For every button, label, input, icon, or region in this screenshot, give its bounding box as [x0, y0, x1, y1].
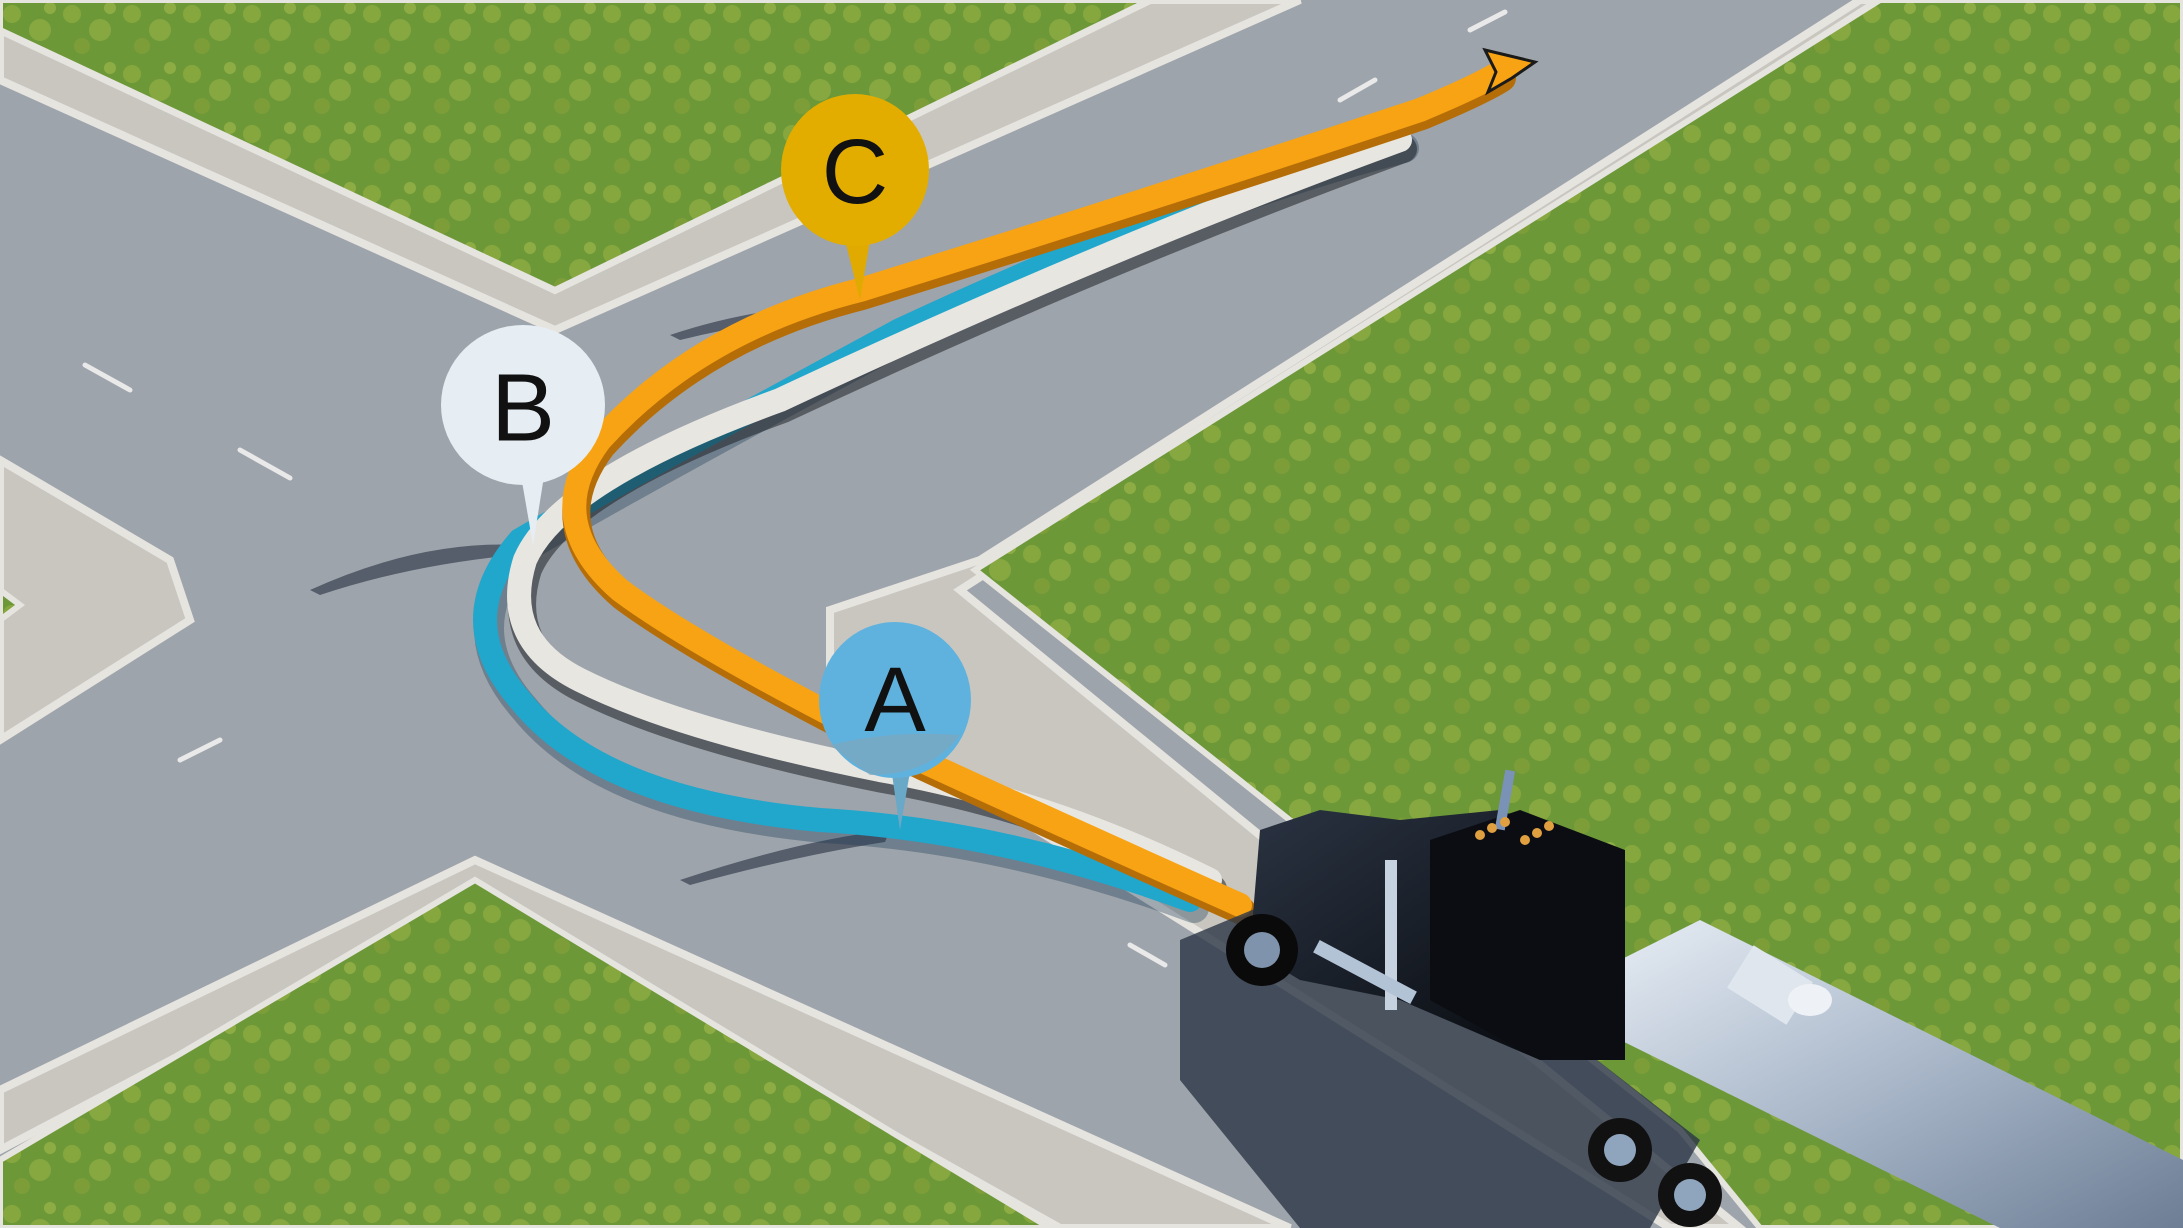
grass-right: [969, 0, 2183, 1228]
grass-top-left: [0, 0, 1152, 294]
route-c-marker[interactable]: C: [781, 94, 929, 300]
route-b-marker-label: B: [491, 355, 555, 462]
grass-bottom-left: [0, 876, 1056, 1228]
route-a-path-stroke[interactable]: [473, 128, 1412, 912]
truck-cab: [1226, 769, 1625, 1060]
route-a-marker[interactable]: A: [819, 622, 971, 830]
route-a-marker-label: A: [864, 649, 926, 751]
grass-left-sliver: [0, 586, 25, 624]
tanker-trailer: [1588, 920, 2183, 1228]
route-c-marker-label: C: [822, 121, 888, 223]
lane-markings: [82, 9, 1508, 968]
route-b-marker[interactable]: B: [441, 325, 605, 545]
route-c-arrowhead-icon: [1482, 47, 1539, 96]
